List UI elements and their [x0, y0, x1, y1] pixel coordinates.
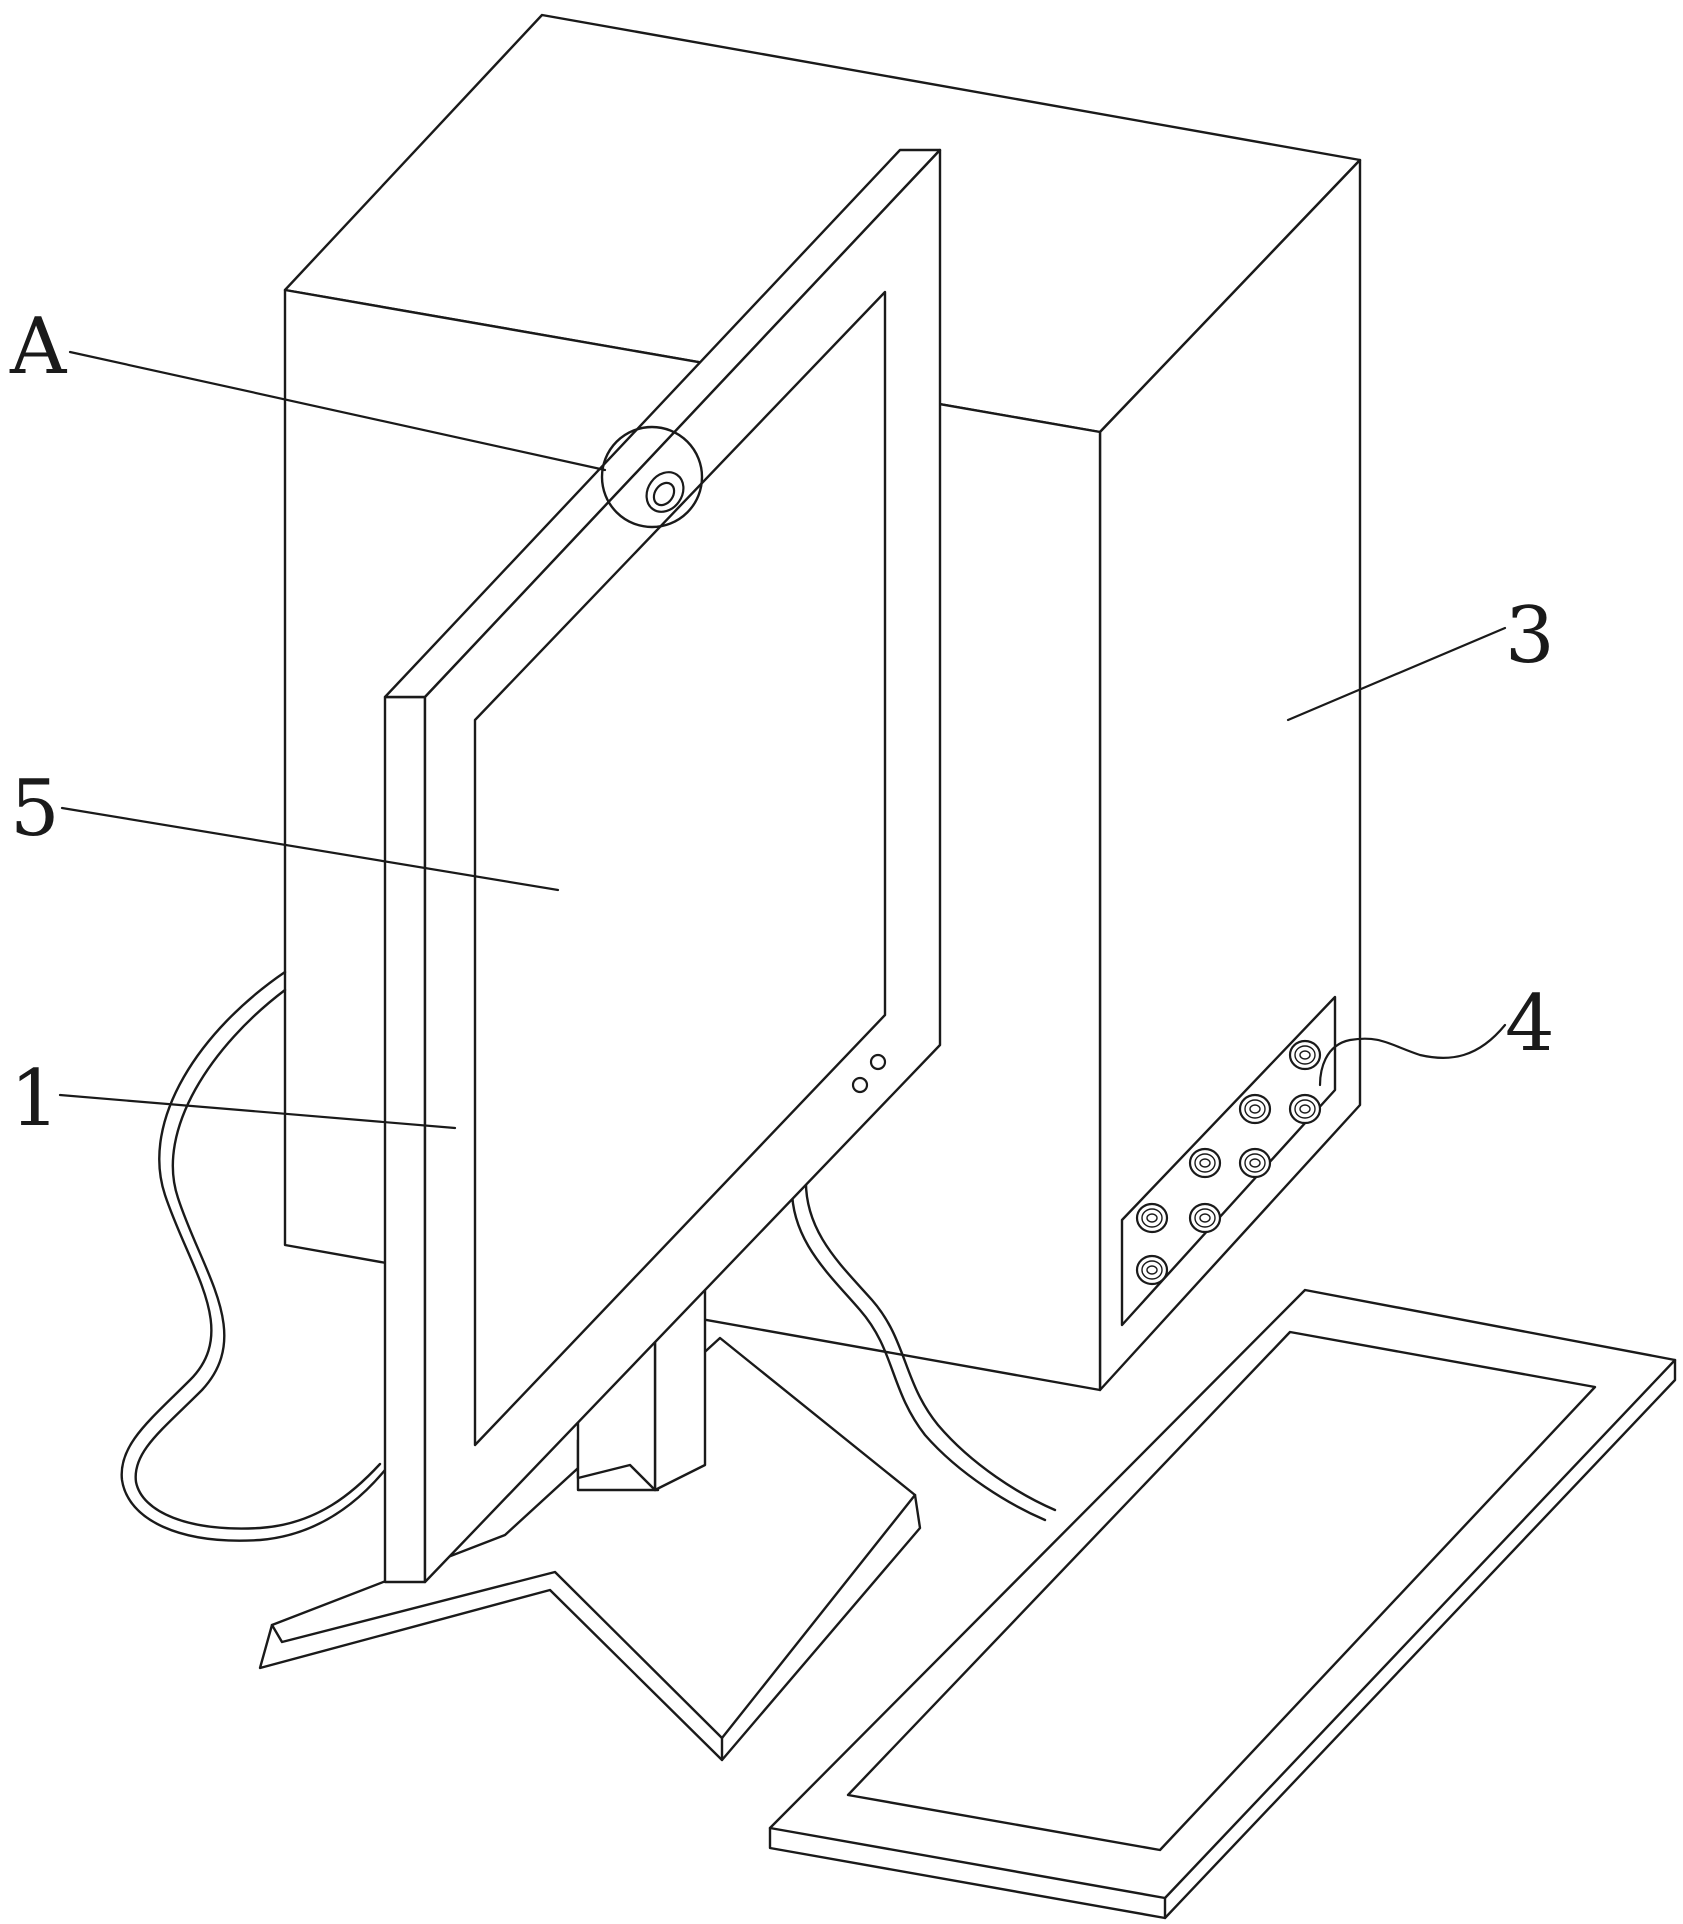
- vent-holes: [1135, 1039, 1322, 1286]
- monitor: [383, 148, 942, 1584]
- monitor-buttons: [851, 1053, 887, 1094]
- label-3: 3: [1505, 591, 1555, 681]
- vent-hole: [1188, 1147, 1222, 1179]
- monitor-base-upper-edge: [270, 1493, 917, 1740]
- leader-line-5: [60, 806, 560, 892]
- label-4: 4: [1505, 979, 1555, 1069]
- monitor-button: [869, 1053, 887, 1071]
- vent-panel-outline: [1120, 995, 1337, 1327]
- leader-line-a: [68, 350, 607, 472]
- cable-left-inner: [134, 988, 382, 1530]
- cable-right-inner: [804, 1176, 1057, 1512]
- vent-hole: [1135, 1202, 1169, 1234]
- label-a: A: [9, 302, 68, 392]
- vent-hole: [1288, 1039, 1322, 1071]
- cable-right-outer: [790, 1183, 1047, 1522]
- vent-hole: [1188, 1202, 1222, 1234]
- camera-lens-inner: [652, 481, 676, 507]
- leader-line-1: [58, 1093, 457, 1130]
- detail-circle-a: [600, 425, 704, 529]
- vent-hole: [1288, 1093, 1322, 1125]
- vent-hole: [1238, 1147, 1272, 1179]
- label-5: 5: [10, 764, 60, 854]
- monitor-button: [851, 1076, 869, 1094]
- camera-detail: [600, 425, 704, 529]
- vent-panel: [1120, 995, 1337, 1327]
- monitor-bezel-side: [383, 695, 427, 1584]
- leader-line-4: [1318, 1023, 1507, 1087]
- monitor-screen: [473, 290, 887, 1447]
- keyboard: [768, 1288, 1677, 1920]
- label-1: 1: [10, 1054, 60, 1144]
- cable-left-outer: [120, 970, 387, 1542]
- leader-lines: [58, 350, 1507, 1130]
- vent-hole: [1238, 1093, 1272, 1125]
- keyboard-keypad-area: [846, 1330, 1597, 1852]
- vent-hole: [1135, 1254, 1169, 1286]
- leader-line-3: [1286, 626, 1507, 722]
- reference-labels: A 3 5 4 1: [9, 302, 1555, 1144]
- cables: [120, 970, 1057, 1542]
